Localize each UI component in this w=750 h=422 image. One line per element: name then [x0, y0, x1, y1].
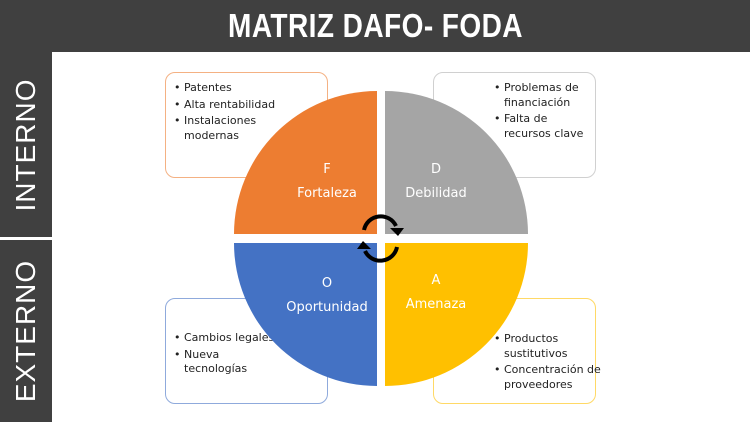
list-item: Productos sustitutivos: [492, 332, 584, 361]
list-item: Problemas de financiación: [492, 81, 594, 110]
arrow-head-icon: [357, 241, 371, 249]
letter: A: [431, 273, 441, 288]
list-item: Patentes: [172, 81, 327, 96]
name: Oportunidad: [286, 300, 368, 315]
list-item: Instalaciones modernas: [172, 114, 274, 143]
list-item: Concentración de proveedores: [492, 363, 604, 392]
name: Debilidad: [405, 186, 467, 201]
cycle-arrows-icon: [362, 214, 399, 263]
side-label-internal: INTERNO: [0, 52, 52, 237]
letter: D: [430, 162, 441, 177]
label-debilidad: D Debilidad: [381, 158, 491, 206]
title-bar: MATRIZ DAFO- FODA: [0, 0, 750, 52]
name: Fortaleza: [297, 186, 357, 201]
quadrant-oportunidad: [234, 243, 377, 386]
quadrant-fortaleza: [234, 91, 377, 234]
letter: O: [321, 276, 333, 291]
list-item: Cambios legales: [172, 331, 327, 346]
label-oportunidad: O Oportunidad: [272, 272, 382, 320]
label-fortaleza: F Fortaleza: [272, 158, 382, 206]
list-item: Falta de recursos clave: [492, 112, 594, 141]
list-item: Alta rentabilidad: [172, 98, 327, 113]
quadrant-debilidad: [385, 91, 528, 234]
side-label-external: EXTERNO: [0, 240, 52, 422]
list-item: Nueva tecnologías: [172, 348, 264, 377]
arrow-head-icon: [390, 228, 404, 236]
page-title: MATRIZ DAFO- FODA: [227, 7, 523, 44]
letter: F: [323, 162, 331, 177]
quadrant-amenaza: [385, 243, 528, 386]
name: Amenaza: [405, 297, 467, 312]
label-amenaza: A Amenaza: [381, 269, 491, 317]
